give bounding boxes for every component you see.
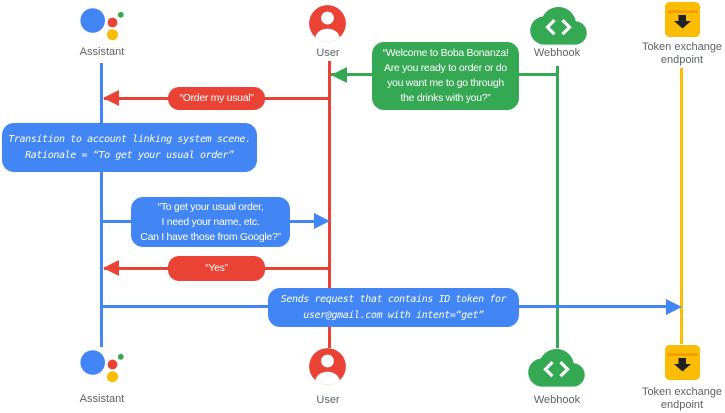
cloud-code-icon [528,349,585,389]
download-tray-icon [665,345,700,380]
user-avatar-icon [309,348,346,385]
cloud-code-icon [530,7,587,47]
actor-label-token-top: Token exchange endpoint [641,41,723,66]
google-assistant-icon [80,8,124,41]
actor-label-assistant-bottom: Assistant [79,393,125,405]
actor-label-token-bottom: Token exchange endpoint [641,386,723,411]
ask-permission-speech-bubble: “To get your usual order, I need your na… [131,197,290,247]
welcome-arrowhead [331,67,347,83]
ask-permission-arrowhead [314,213,330,229]
sends-request-system-note: Sends request that contains ID token for… [268,288,519,327]
welcome-speech-bubble: “Welcome to Boba Bonanza! Are you ready … [372,42,519,110]
order-my-usual-speech-bubble: “Order my usual” [168,87,265,110]
actor-label-assistant-top: Assistant [79,46,125,58]
actor-label-user-bottom: User [316,394,340,406]
yes-speech-bubble: “Yes” [168,256,265,281]
webhook-lifeline [556,66,559,348]
actor-label-webhook-top: Webhook [533,47,581,59]
user-avatar-icon [309,5,346,42]
yes-arrowhead [103,260,119,276]
sends-request-arrowhead [666,299,682,315]
download-tray-icon [665,2,700,37]
transition-system-note: Transition to account linking system sce… [2,123,257,172]
token-endpoint-lifeline [680,68,683,344]
google-assistant-icon [80,350,124,383]
actor-label-webhook-bottom: Webhook [533,394,581,406]
assistant-lifeline [100,63,103,347]
user-lifeline [328,61,331,348]
actor-label-user-top: User [316,47,340,59]
order-my-usual-arrowhead [103,90,119,106]
